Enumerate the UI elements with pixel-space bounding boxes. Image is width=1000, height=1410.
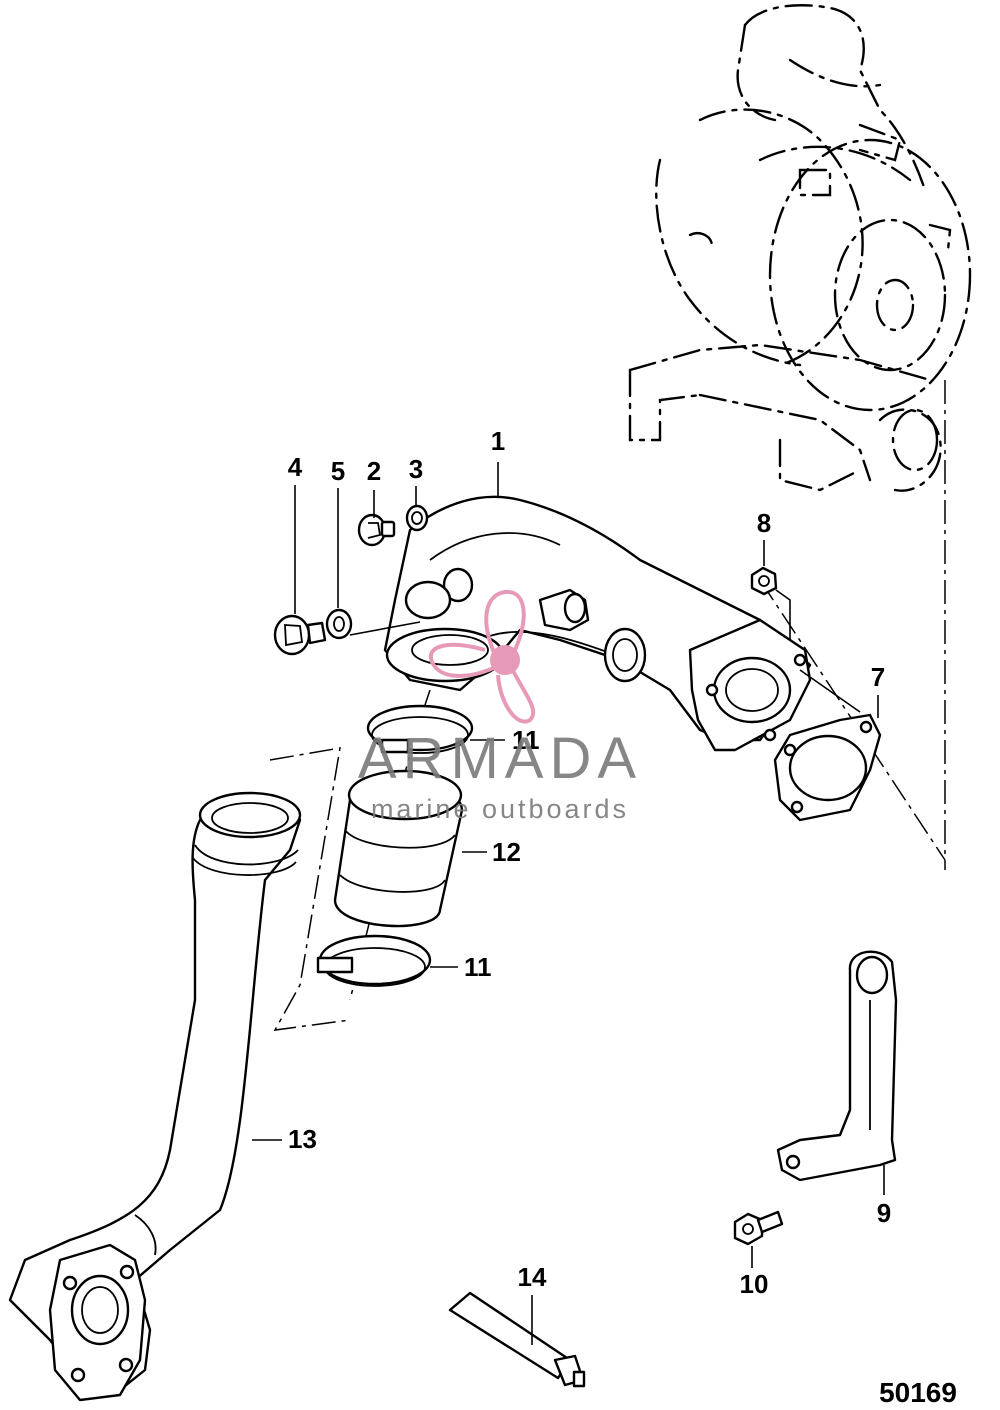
plug-4 xyxy=(273,614,327,656)
callout-4: 4 xyxy=(288,452,303,482)
callout-2: 2 xyxy=(367,456,381,486)
watermark-subtitle: marine outboards xyxy=(371,794,629,824)
callout-14: 14 xyxy=(518,1262,547,1292)
turbocharger-phantom xyxy=(628,4,972,492)
callout-7: 7 xyxy=(871,662,885,692)
hose-12 xyxy=(333,769,464,928)
callout-13: 13 xyxy=(288,1124,317,1154)
propeller-logo xyxy=(428,589,536,724)
armada-watermark: ARMADA marine outboards xyxy=(358,589,642,824)
gasket-7 xyxy=(773,713,882,822)
callout-10: 10 xyxy=(740,1269,769,1299)
callout-3: 3 xyxy=(409,454,423,484)
leader-lines xyxy=(252,462,885,1345)
bracket-9 xyxy=(776,950,898,1182)
hose-phantom-outline xyxy=(269,747,351,1031)
exhaust-pipe-13 xyxy=(8,791,302,1402)
washer-5 xyxy=(325,608,353,640)
watermark-title: ARMADA xyxy=(358,726,642,791)
bolt-10 xyxy=(733,1210,784,1246)
callout-9: 9 xyxy=(877,1198,891,1228)
exhaust-elbow xyxy=(383,495,812,752)
washer-3 xyxy=(405,504,429,532)
callout-12: 12 xyxy=(492,837,521,867)
callout-5: 5 xyxy=(331,456,345,486)
hose-clamp-11-lower xyxy=(316,934,432,987)
callout-labels: 1 2 3 4 5 7 8 9 10 11 11 12 13 14 50169 xyxy=(288,426,957,1408)
callout-11-upper: 11 xyxy=(512,725,540,755)
sealant-tube-14 xyxy=(448,1291,586,1388)
callout-8: 8 xyxy=(757,508,771,538)
callout-1: 1 xyxy=(491,426,505,456)
hose-clamp-11-upper xyxy=(366,704,474,754)
figure-number: 50169 xyxy=(879,1377,957,1408)
plug-2 xyxy=(357,513,396,547)
nut-8 xyxy=(750,566,778,596)
callout-11-lower: 11 xyxy=(464,952,492,982)
